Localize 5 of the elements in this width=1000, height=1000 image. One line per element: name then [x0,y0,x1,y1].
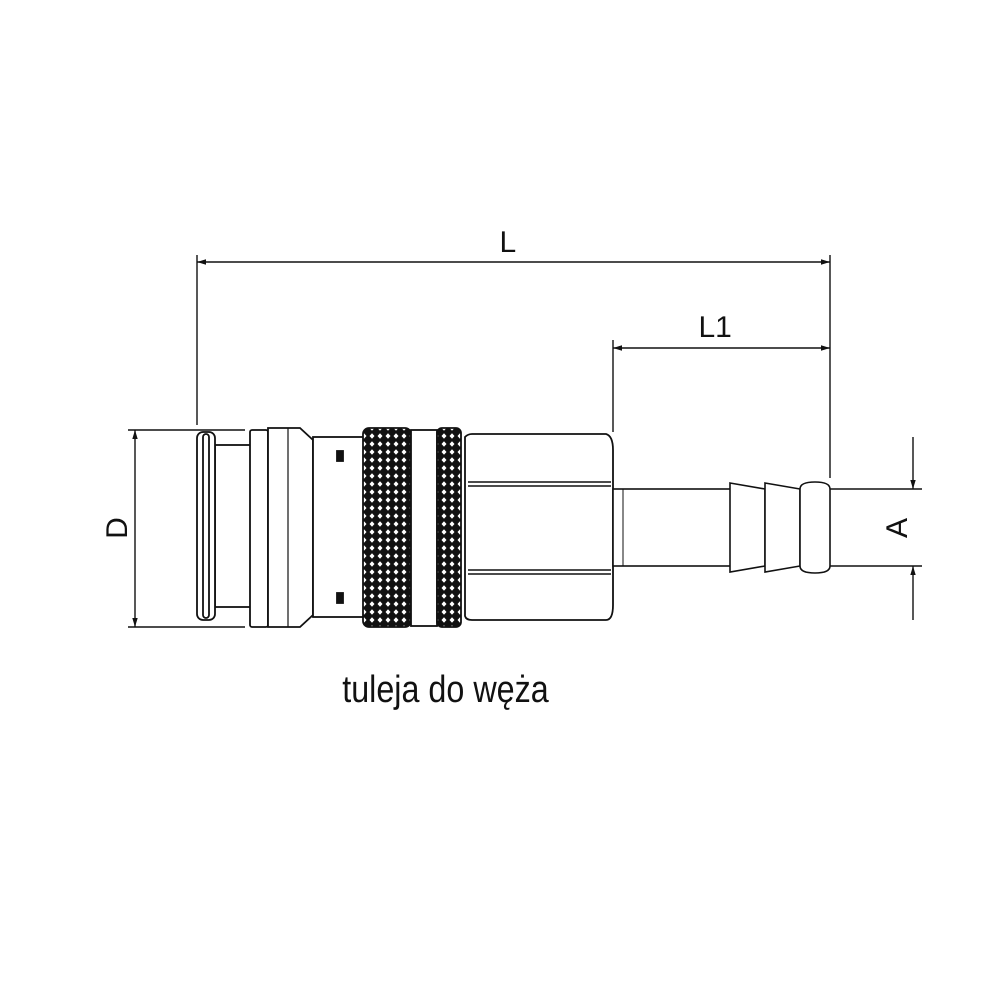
dimension-label: D [102,517,133,539]
dimension-label: L1 [698,313,732,343]
dimension-label: A [883,518,913,538]
dimension-label: L [500,228,516,258]
caption: tuleja do węża [342,668,548,712]
